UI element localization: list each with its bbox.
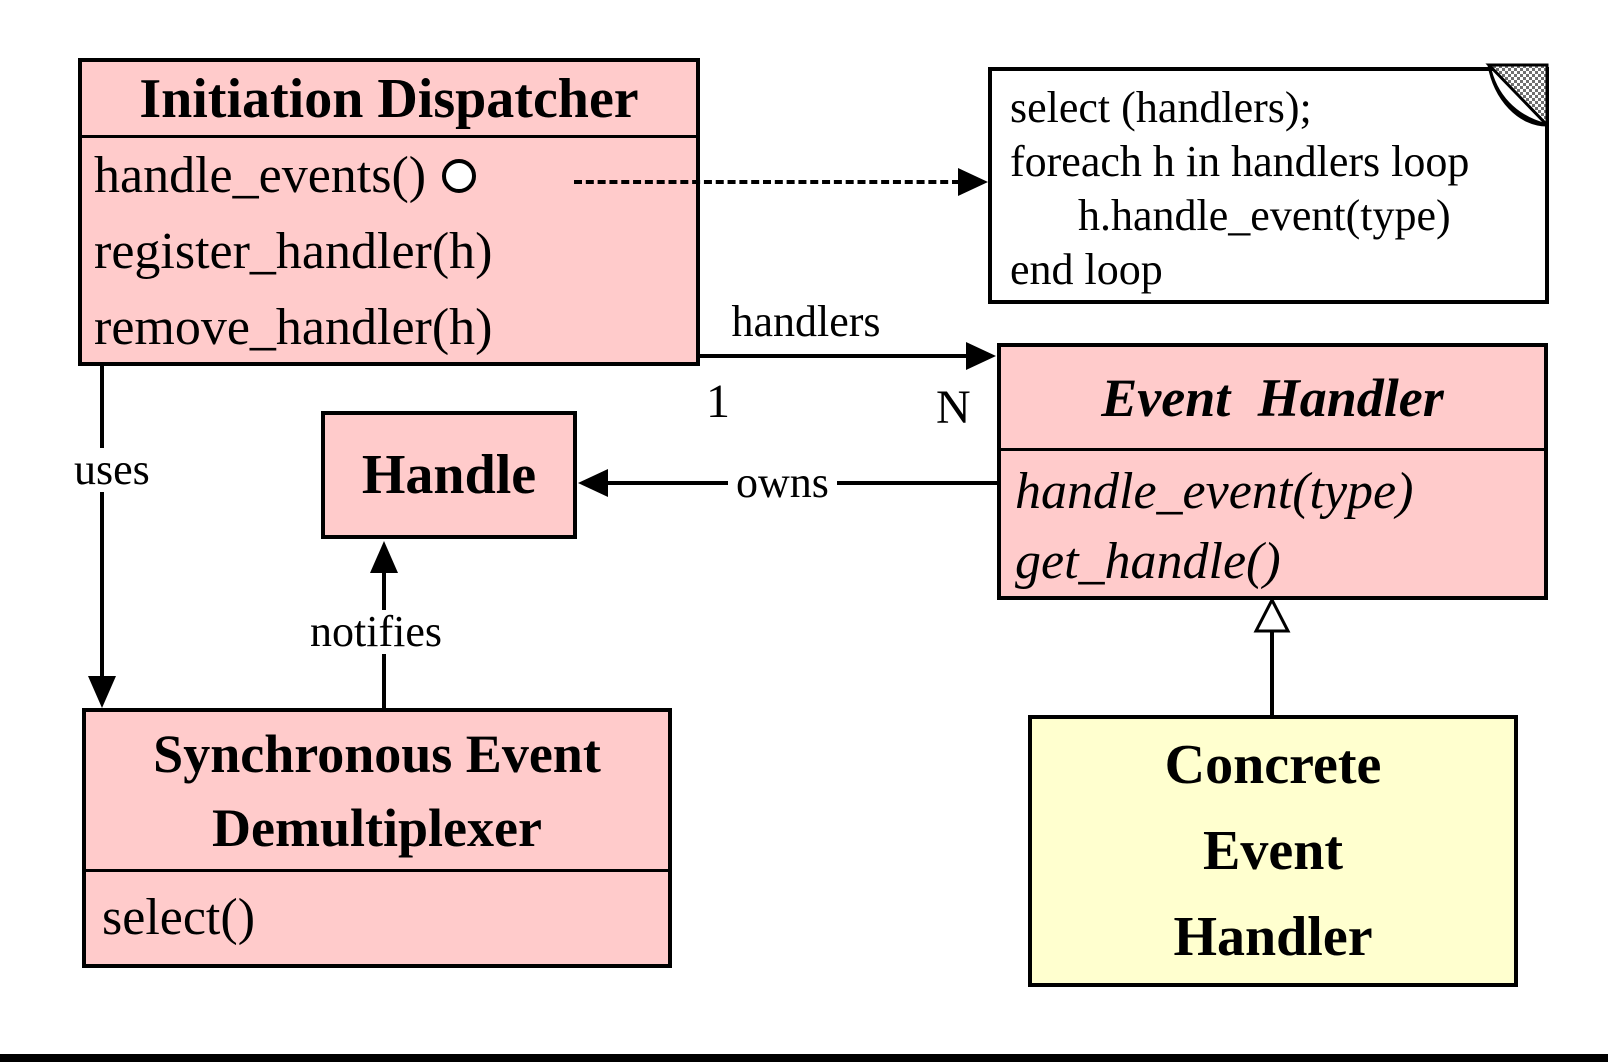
class-title-concrete-event-handler: Concrete Event Handler bbox=[1032, 719, 1514, 983]
method-get-handle: get_handle() bbox=[1015, 533, 1281, 590]
class-title-text: Concrete bbox=[1164, 734, 1382, 796]
owns-arrowhead-icon bbox=[578, 469, 608, 497]
class-title-initiation-dispatcher: Initiation Dispatcher bbox=[82, 62, 696, 138]
handlers-arrowhead-icon bbox=[966, 342, 996, 370]
method-text: remove_handler(h) bbox=[94, 299, 493, 356]
owns-label: owns bbox=[728, 461, 837, 505]
method-list: select() bbox=[86, 872, 668, 964]
class-title-text: Initiation Dispatcher bbox=[139, 67, 639, 130]
inheritance-line bbox=[1270, 630, 1274, 715]
note-line: end loop bbox=[1010, 245, 1163, 294]
note-line: select (handlers); bbox=[1010, 83, 1312, 132]
class-initiation-dispatcher: Initiation Dispatcher handle_events() re… bbox=[78, 58, 700, 366]
method-select: select() bbox=[102, 889, 256, 946]
class-handle: Handle bbox=[321, 411, 577, 539]
class-title-text: Handler bbox=[1173, 906, 1373, 968]
class-title-text: Demultiplexer bbox=[212, 797, 542, 858]
class-title-handle: Handle bbox=[325, 415, 573, 535]
method-list: handle_event(type) get_handle() bbox=[1001, 451, 1544, 597]
method-remove-handler: remove_handler(h) bbox=[94, 290, 696, 366]
class-title-text: Event bbox=[1203, 820, 1343, 882]
method-handle-events: handle_events() bbox=[94, 138, 696, 214]
method-register-handler: register_handler(h) bbox=[94, 214, 696, 290]
class-event-handler: Event Handler handle_event(type) get_han… bbox=[997, 343, 1548, 600]
notifies-label: notifies bbox=[302, 610, 450, 654]
dashed-association-line bbox=[574, 180, 960, 184]
note-dogear-icon bbox=[1485, 63, 1549, 129]
uses-arrowhead-icon bbox=[88, 676, 116, 708]
dashed-arrowhead-icon bbox=[958, 168, 988, 196]
class-title-event-handler: Event Handler bbox=[1001, 347, 1544, 451]
note-line: h.handle_event(type) bbox=[1078, 191, 1451, 240]
method-list: handle_events() register_handler(h) remo… bbox=[82, 138, 696, 366]
class-concrete-event-handler: Concrete Event Handler bbox=[1028, 715, 1518, 987]
class-sync-event-demultiplexer: Synchronous Event Demultiplexer select() bbox=[82, 708, 672, 968]
handlers-association-line bbox=[700, 354, 968, 358]
lollipop-circle-icon bbox=[442, 159, 477, 194]
method-handle-event: handle_event(type) bbox=[1015, 463, 1414, 520]
method-text: register_handler(h) bbox=[94, 223, 493, 280]
notifies-arrowhead-icon bbox=[370, 541, 398, 573]
handlers-label: handlers bbox=[731, 297, 881, 346]
inheritance-triangle-icon bbox=[1253, 596, 1291, 633]
bottom-edge-bar bbox=[0, 1054, 1608, 1062]
note-line: foreach h in handlers loop bbox=[1010, 137, 1470, 186]
pseudocode-note: select (handlers); foreach h in handlers… bbox=[988, 67, 1549, 304]
method-text: handle_events() bbox=[94, 147, 427, 204]
class-title-text: Synchronous Event bbox=[153, 723, 601, 784]
class-title-text: Handle bbox=[361, 444, 537, 506]
class-title-sync-event-demultiplexer: Synchronous Event Demultiplexer bbox=[86, 712, 668, 872]
uses-association-line bbox=[100, 366, 104, 678]
class-title-text: Event Handler bbox=[1101, 367, 1444, 428]
multiplicity-n: N bbox=[936, 381, 971, 434]
uses-label: uses bbox=[66, 448, 158, 492]
multiplicity-one: 1 bbox=[706, 375, 730, 428]
